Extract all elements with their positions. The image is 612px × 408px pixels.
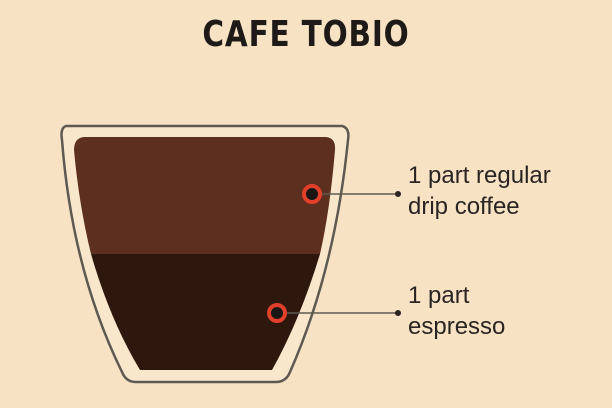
espresso-layer	[91, 254, 320, 370]
label-drip-line1: 1 part regular	[408, 162, 551, 189]
marker-drip-coffee	[302, 184, 322, 204]
label-espresso: 1 part espresso	[408, 280, 505, 342]
drip-coffee-layer	[74, 137, 336, 254]
marker-espresso	[267, 303, 287, 323]
label-espresso-line1: 1 part	[408, 282, 470, 309]
label-drip-coffee: 1 part regular drip coffee	[408, 160, 551, 222]
leader-dot-drip	[395, 191, 401, 197]
leader-dot-espresso	[395, 310, 401, 316]
label-espresso-line2: espresso	[408, 313, 506, 340]
diagram-title: CAFE TOBIO	[202, 14, 410, 55]
label-drip-line2: drip coffee	[408, 193, 520, 220]
